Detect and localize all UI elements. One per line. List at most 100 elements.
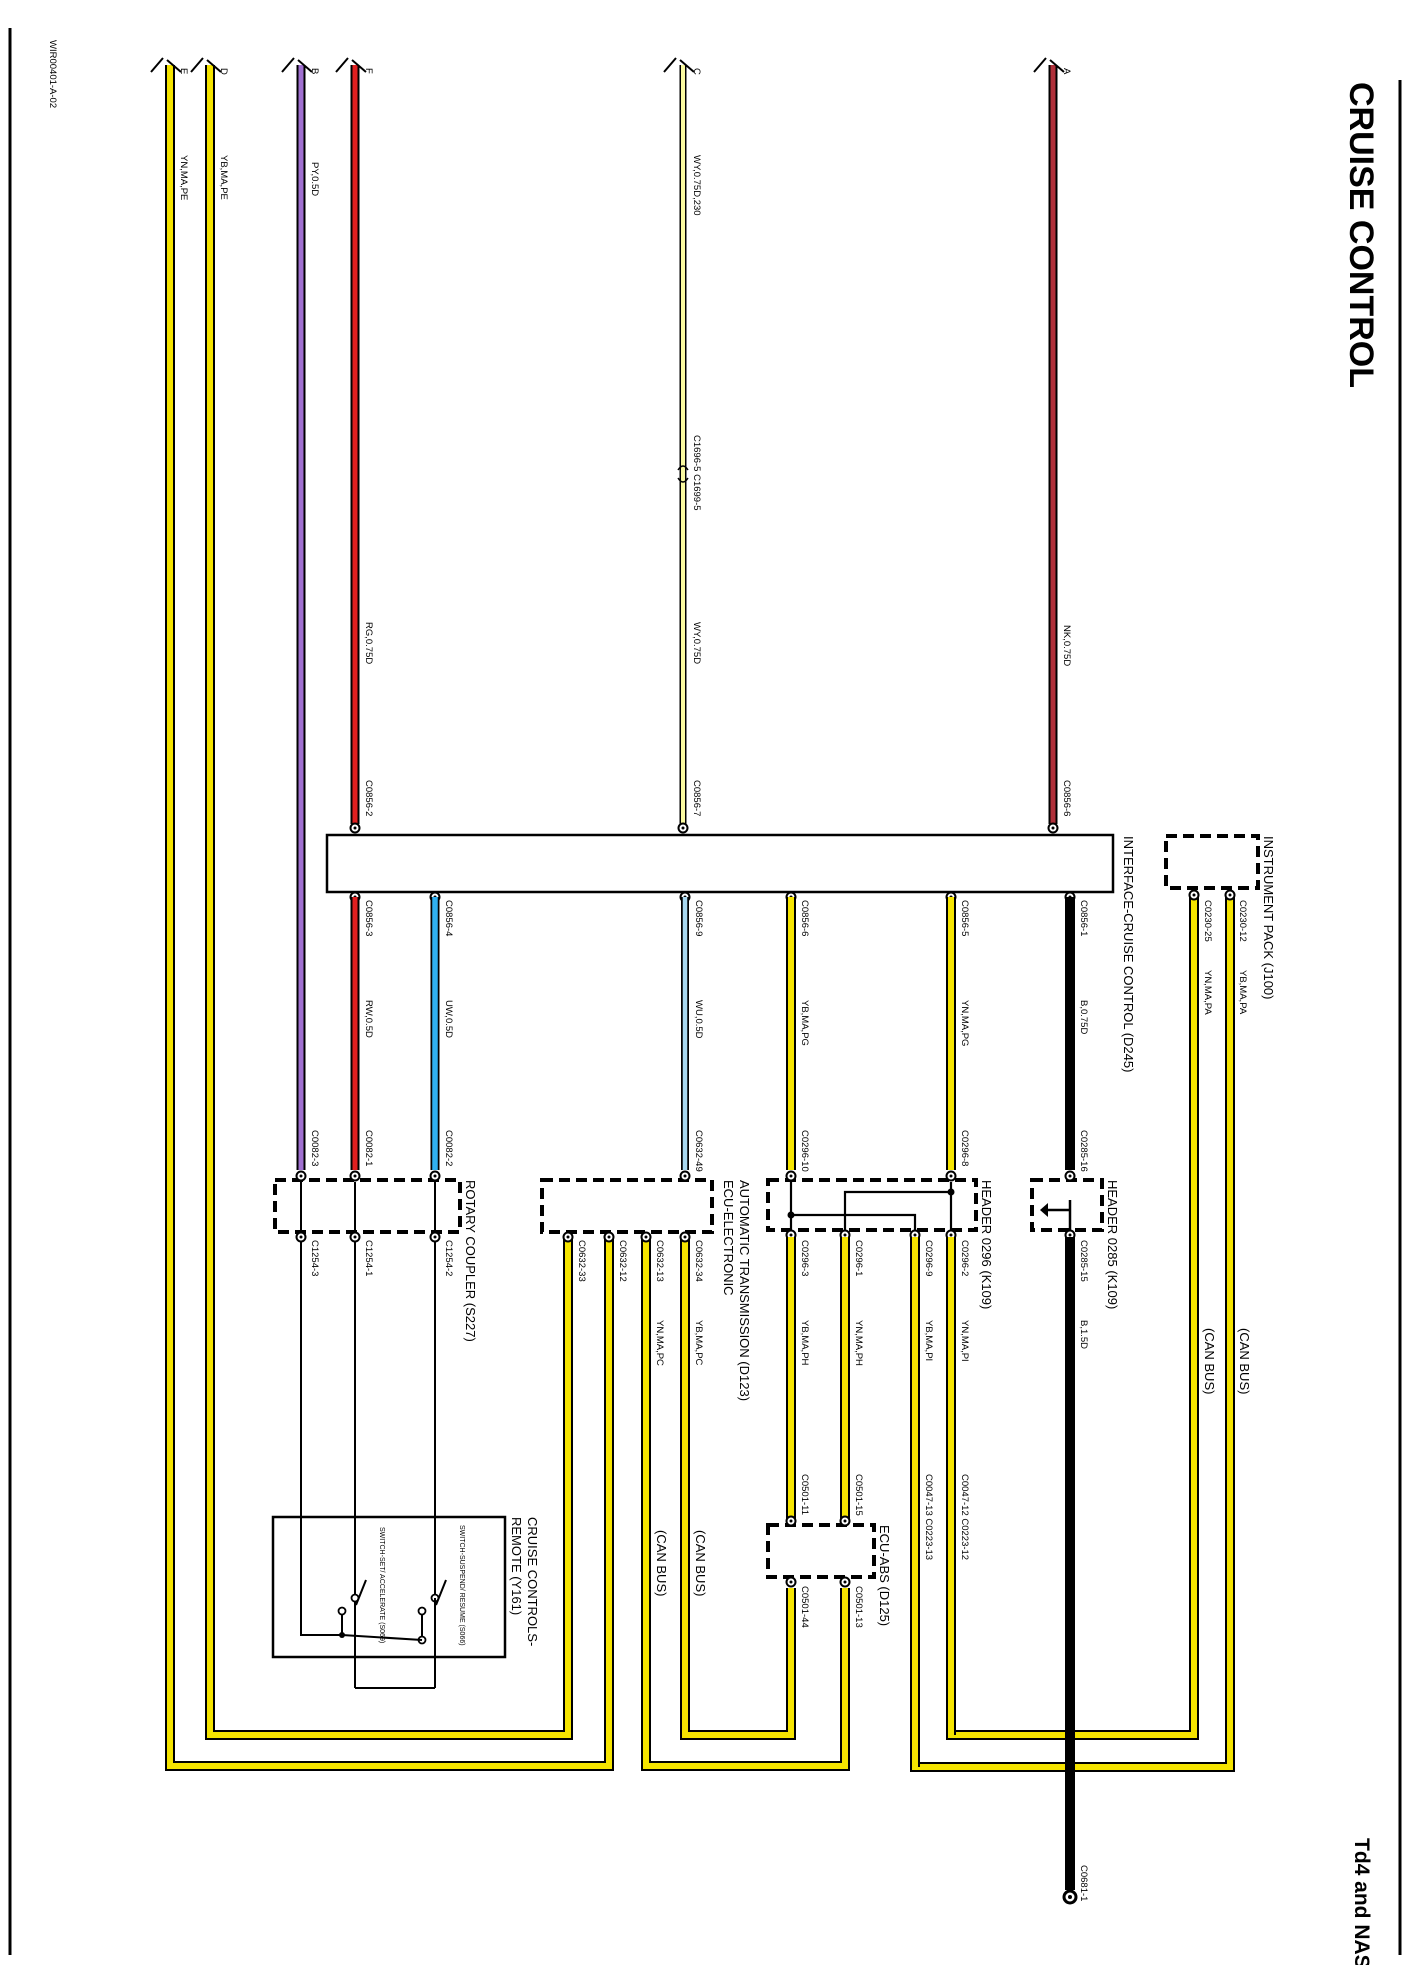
drawing-id: WIR00401-A-02 <box>47 40 58 108</box>
instrument-pack-label: INSTRUMENT PACK (J100) <box>1261 836 1276 1000</box>
wire-c-wy <box>663 57 695 824</box>
terminal-a: A <box>1061 68 1072 75</box>
ecu-abs-label: ECU-ABS (D125) <box>877 1525 892 1626</box>
cruise-remote-label-1: CRUISE CONTROLS- <box>525 1517 540 1646</box>
cruise-remote-label-2: REMOTE (Y161) <box>509 1517 524 1615</box>
label-can-bus-4: (CAN BUS) <box>654 1530 669 1596</box>
label-c0501-15: C0501-15 <box>853 1474 864 1516</box>
label-ybmapa: YB,MA,PA <box>1237 970 1248 1015</box>
header-0285-box <box>1030 1178 1104 1232</box>
wire-e-ynmape <box>150 57 614 1771</box>
terminal-e: E <box>178 68 189 74</box>
switch-set-label: SWITCH-SET/ ACCELERATE (S069) <box>378 1527 385 1643</box>
page-subtitle: Td4 and NAS <box>1350 1838 1373 1965</box>
switch-resume-label: SWITCH-SUSPEND/ RESUME (S066) <box>458 1525 465 1646</box>
wire-a-nk <box>1033 57 1065 824</box>
interface-cruise-control-label: INTERFACE-CRUISE CONTROL (D245) <box>1121 836 1136 1072</box>
label-c0632-12: C0632-12 <box>617 1240 628 1282</box>
wire-remote-3 <box>300 1242 342 1636</box>
label-c0856-4: C0856-4 <box>443 900 454 936</box>
ecu-transmission-label-1: ECU-ELECTRONIC <box>721 1180 736 1296</box>
label-ynmapc: YN,MA,PC <box>654 1320 665 1366</box>
header-0285-label: HEADER 0285 (K109) <box>1105 1180 1120 1309</box>
terminal-c: C <box>691 68 702 75</box>
rotary-coupler-box <box>273 1178 462 1234</box>
label-c-splice: C1696-5 C1699-5 <box>691 435 702 511</box>
label-a-nk: NK,0.75D <box>1061 625 1072 666</box>
label-can-bus-2: (CAN BUS) <box>1202 1328 1217 1394</box>
label-can-bus-1: (CAN BUS) <box>1237 1328 1252 1394</box>
label-c0632-33: C0632-33 <box>576 1240 587 1282</box>
switch-set-accelerate <box>337 1579 367 1635</box>
label-c1254-1: C1254-1 <box>363 1240 374 1276</box>
label-b-1.5: B,1.5D <box>1078 1320 1089 1349</box>
ecu-transmission-label-2: AUTOMATIC TRANSMISSION (D123) <box>737 1180 752 1401</box>
label-c0856-7-top: C0856-7 <box>691 780 702 816</box>
label-ybmapg: YB,MA,PG <box>799 1000 810 1046</box>
terminal-d: D <box>218 68 229 75</box>
label-ynmaph: YN,MA,PH <box>853 1320 864 1366</box>
label-f-rg: RG,0.75D <box>363 622 374 664</box>
label-b-py: PY,0.5D <box>309 162 320 196</box>
label-c0082-2: C0082-2 <box>443 1130 454 1166</box>
label-ybmapi: YB,MA,PI <box>923 1320 934 1361</box>
label-c0632-34: C0632-34 <box>693 1240 704 1282</box>
label-c0047-12: C0047-12 C0223-12 <box>959 1474 970 1560</box>
wire-f-rg <box>335 57 367 824</box>
label-c-wy-top: WY,0.75D,230 <box>691 155 702 216</box>
label-b-0.75: B,0.75D <box>1078 1000 1089 1034</box>
label-c1254-2: C1254-2 <box>443 1240 454 1276</box>
label-c0501-13: C0501-13 <box>853 1586 864 1628</box>
wire-d-ybmape <box>190 57 573 1740</box>
label-c0856-3: C0856-3 <box>363 900 374 936</box>
instrument-pack-box <box>1164 834 1260 890</box>
label-wu: WU,0.5D <box>693 1000 704 1039</box>
label-c0296-8: C0296-8 <box>959 1130 970 1166</box>
label-c0296-1: C0296-1 <box>853 1240 864 1276</box>
label-c0082-1: C0082-1 <box>363 1130 374 1166</box>
ecu-transmission-box <box>540 1178 714 1234</box>
label-ybmaph: YB,MA,PH <box>799 1320 810 1366</box>
label-c0296-2: C0296-2 <box>959 1240 970 1276</box>
label-c-wy-mid: WY,0.75D <box>691 622 702 664</box>
label-c0230-25: C0230-25 <box>1202 900 1213 942</box>
label-c0856-6-top: C0856-6 <box>1061 780 1072 816</box>
label-ynmapi: YN,MA,PI <box>959 1320 970 1362</box>
label-e: YN,MA,PE <box>178 155 189 200</box>
label-c0082-3: C0082-3 <box>309 1130 320 1166</box>
switch-suspend-resume <box>417 1579 447 1645</box>
label-c0285-15: C0285-15 <box>1078 1240 1089 1282</box>
label-ybmapc: YB,MA,PC <box>693 1320 704 1366</box>
label-c0501-44: C0501-44 <box>799 1586 810 1628</box>
label-c0230-12: C0230-12 <box>1237 900 1248 942</box>
label-c0296-10: C0296-10 <box>799 1130 810 1172</box>
label-c0285-16: C0285-16 <box>1078 1130 1089 1172</box>
label-c0632-13: C0632-13 <box>654 1240 665 1282</box>
label-c0681-1: C0681-1 <box>1078 1865 1089 1901</box>
label-ynmapa: YN,MA,PA <box>1202 970 1213 1015</box>
header-0296-box <box>766 1178 978 1232</box>
wire-abs-to-tcm-2 <box>680 1237 796 1740</box>
label-c1254-3: C1254-3 <box>309 1240 320 1276</box>
label-c0501-11: C0501-11 <box>799 1474 810 1515</box>
label-c0296-3: C0296-3 <box>799 1240 810 1276</box>
label-c0856-9: C0856-9 <box>693 900 704 936</box>
label-c0296-9: C0296-9 <box>923 1240 934 1276</box>
rotary-coupler-label: ROTARY COUPLER (S227) <box>463 1180 478 1342</box>
label-c0856-2-top: C0856-2 <box>363 780 374 816</box>
label-can-bus-3: (CAN BUS) <box>693 1530 708 1596</box>
ecu-abs-box <box>766 1523 876 1579</box>
cruise-remote-box <box>271 1515 507 1659</box>
terminal-b: B <box>309 68 320 74</box>
label-c0856-1: C0856-1 <box>1078 900 1089 936</box>
label-c0632-49: C0632-49 <box>693 1130 704 1172</box>
label-rw: RW,0.5D <box>363 1000 374 1038</box>
label-uw: UW,0.5D <box>443 1000 454 1038</box>
header-0296-label: HEADER 0296 (K109) <box>979 1180 994 1309</box>
label-ynmapg: YN,MA,PG <box>959 1000 970 1046</box>
label-c0856-5: C0856-5 <box>959 900 970 936</box>
label-d: YB,MA,PE <box>218 155 229 200</box>
wire-abs-to-tcm-1 <box>641 1237 850 1771</box>
terminal-f: F <box>363 68 374 74</box>
